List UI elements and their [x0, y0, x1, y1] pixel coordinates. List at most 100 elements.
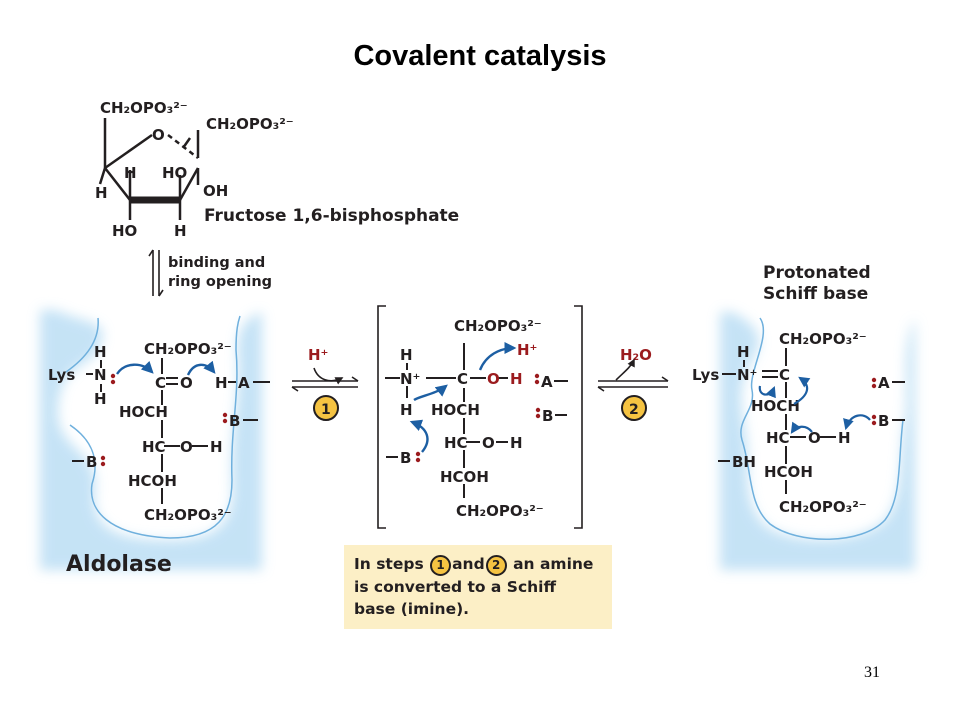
fructose-label: Fructose 1,6-bisphosphate	[204, 206, 459, 226]
note-part3: an amine	[513, 555, 594, 573]
panel-mid-brackets	[377, 305, 583, 529]
left-hc: HC	[142, 438, 166, 456]
mid-h2: H	[510, 434, 523, 452]
right-h-top: H	[737, 343, 750, 361]
right-bottom-group: CH₂OPO₃²⁻	[779, 498, 867, 516]
left-base-b-lower: B	[86, 453, 97, 471]
left-base-b: B	[229, 412, 240, 430]
fructose-h-left: H	[95, 184, 108, 202]
mid-b-lone-pair-2	[535, 413, 541, 419]
enzyme-pocket-right	[720, 312, 915, 570]
mid-a-lone-pair-2	[534, 379, 540, 385]
step2-equilibrium-arrow	[597, 376, 669, 392]
left-blower-lone-pair-2	[100, 461, 106, 467]
note-step1-circle: 1	[430, 555, 452, 576]
mid-b: B	[542, 407, 553, 425]
mid-n-plus: N⁺	[400, 370, 420, 388]
product-label-line1: Protonated	[763, 263, 871, 283]
right-bh: BH	[732, 453, 756, 471]
right-arrow-base-attack	[843, 414, 871, 431]
page-number: 31	[864, 664, 880, 681]
left-hoch: HOCH	[119, 403, 168, 421]
mid-o2: O	[482, 434, 495, 452]
left-b-lone-pair-2	[222, 418, 228, 424]
right-n-plus: N⁺	[737, 366, 757, 384]
right-arrow-imine	[758, 385, 776, 399]
step0-label-line1: binding and	[168, 255, 265, 271]
step2-reagent: H₂O	[620, 346, 652, 364]
right-lys: Lys	[692, 366, 719, 384]
left-carbonyl-c: C	[155, 374, 166, 392]
fructose-ho-inner: HO	[162, 164, 187, 182]
mid-arrow-nh-bond	[413, 384, 448, 402]
left-acid-h: H	[215, 374, 228, 392]
panel-right-bonds	[718, 348, 905, 494]
left-arrow-n-attack	[116, 360, 154, 375]
mid-h-bottom: H	[400, 401, 413, 419]
left-n-lone-pair-1	[110, 373, 116, 379]
mid-o: O	[487, 370, 500, 388]
step2-reagent-arrow	[615, 358, 635, 381]
right-h: H	[838, 429, 851, 447]
note-line2: is converted to a Schiff	[354, 578, 557, 596]
right-arrow-oh	[790, 421, 813, 434]
left-blower-lone-pair-1	[100, 455, 106, 461]
right-b-lone-pair-1	[871, 414, 877, 420]
step0-label-line2: ring opening	[168, 274, 272, 290]
fructose-ch2opo3-left: CH₂OPO₃²⁻	[100, 99, 188, 117]
left-h-bottom: H	[94, 390, 107, 408]
mid-hc: HC	[444, 434, 468, 452]
right-b-lone-pair-2	[871, 420, 877, 426]
mid-bottom-group: CH₂OPO₃²⁻	[456, 502, 544, 520]
mid-hoch: HOCH	[431, 401, 480, 419]
enzyme-label: Aldolase	[66, 552, 172, 577]
mid-hcoh: HCOH	[440, 468, 489, 486]
mid-blower-lone-pair-1	[415, 451, 421, 457]
left-oh-o: O	[180, 438, 193, 456]
left-acid-a: A	[238, 374, 250, 392]
right-a: A	[878, 374, 890, 392]
step1-circle	[313, 395, 339, 421]
mid-b-lower: B	[400, 449, 411, 467]
right-arrow-bond-shift	[793, 376, 811, 405]
left-n-lone-pair-2	[110, 379, 116, 385]
equilibrium-arrow-binding	[148, 249, 164, 297]
enzyme-pocket-left	[40, 310, 262, 570]
left-lys: Lys	[48, 366, 75, 384]
left-oh-h: H	[210, 438, 223, 456]
left-bottom-group: CH₂OPO₃²⁻	[144, 506, 232, 524]
right-b: B	[878, 412, 889, 430]
right-hc: HC	[766, 429, 790, 447]
mid-a-lone-pair-1	[534, 373, 540, 379]
note-part1: In steps	[354, 555, 424, 573]
right-top-group: CH₂OPO₃²⁻	[779, 330, 867, 348]
fructose-h-bottom: H	[174, 222, 187, 240]
right-o: O	[808, 429, 821, 447]
slide-title: Covalent catalysis	[353, 40, 607, 72]
panel-mid-bonds	[385, 343, 568, 498]
fructose-ch2opo3-right: CH₂OPO₃²⁻	[206, 115, 294, 133]
fructose-oh-right: OH	[203, 182, 228, 200]
left-top-group: CH₂OPO₃²⁻	[144, 340, 232, 358]
mid-b-lone-pair-1	[535, 407, 541, 413]
note-line3: base (imine).	[354, 600, 470, 618]
fructose-ho-bottom: HO	[112, 222, 137, 240]
mid-c: C	[457, 370, 468, 388]
right-a-lone-pair-2	[871, 383, 877, 389]
mid-top-group: CH₂OPO₃²⁻	[454, 317, 542, 335]
left-carbonyl-o: O	[180, 374, 193, 392]
mid-a: A	[541, 373, 553, 391]
right-hcoh: HCOH	[764, 463, 813, 481]
left-h-top: H	[94, 343, 107, 361]
right-a-lone-pair-1	[871, 377, 877, 383]
step1-equilibrium-arrow	[291, 376, 359, 392]
step1-reagent-arrow	[313, 367, 344, 385]
note-part2: and	[452, 555, 485, 573]
step1-number: 1	[321, 402, 331, 418]
product-label-line2: Schiff base	[763, 284, 868, 304]
panel-left-bonds	[72, 358, 270, 504]
left-hcoh: HCOH	[128, 472, 177, 490]
